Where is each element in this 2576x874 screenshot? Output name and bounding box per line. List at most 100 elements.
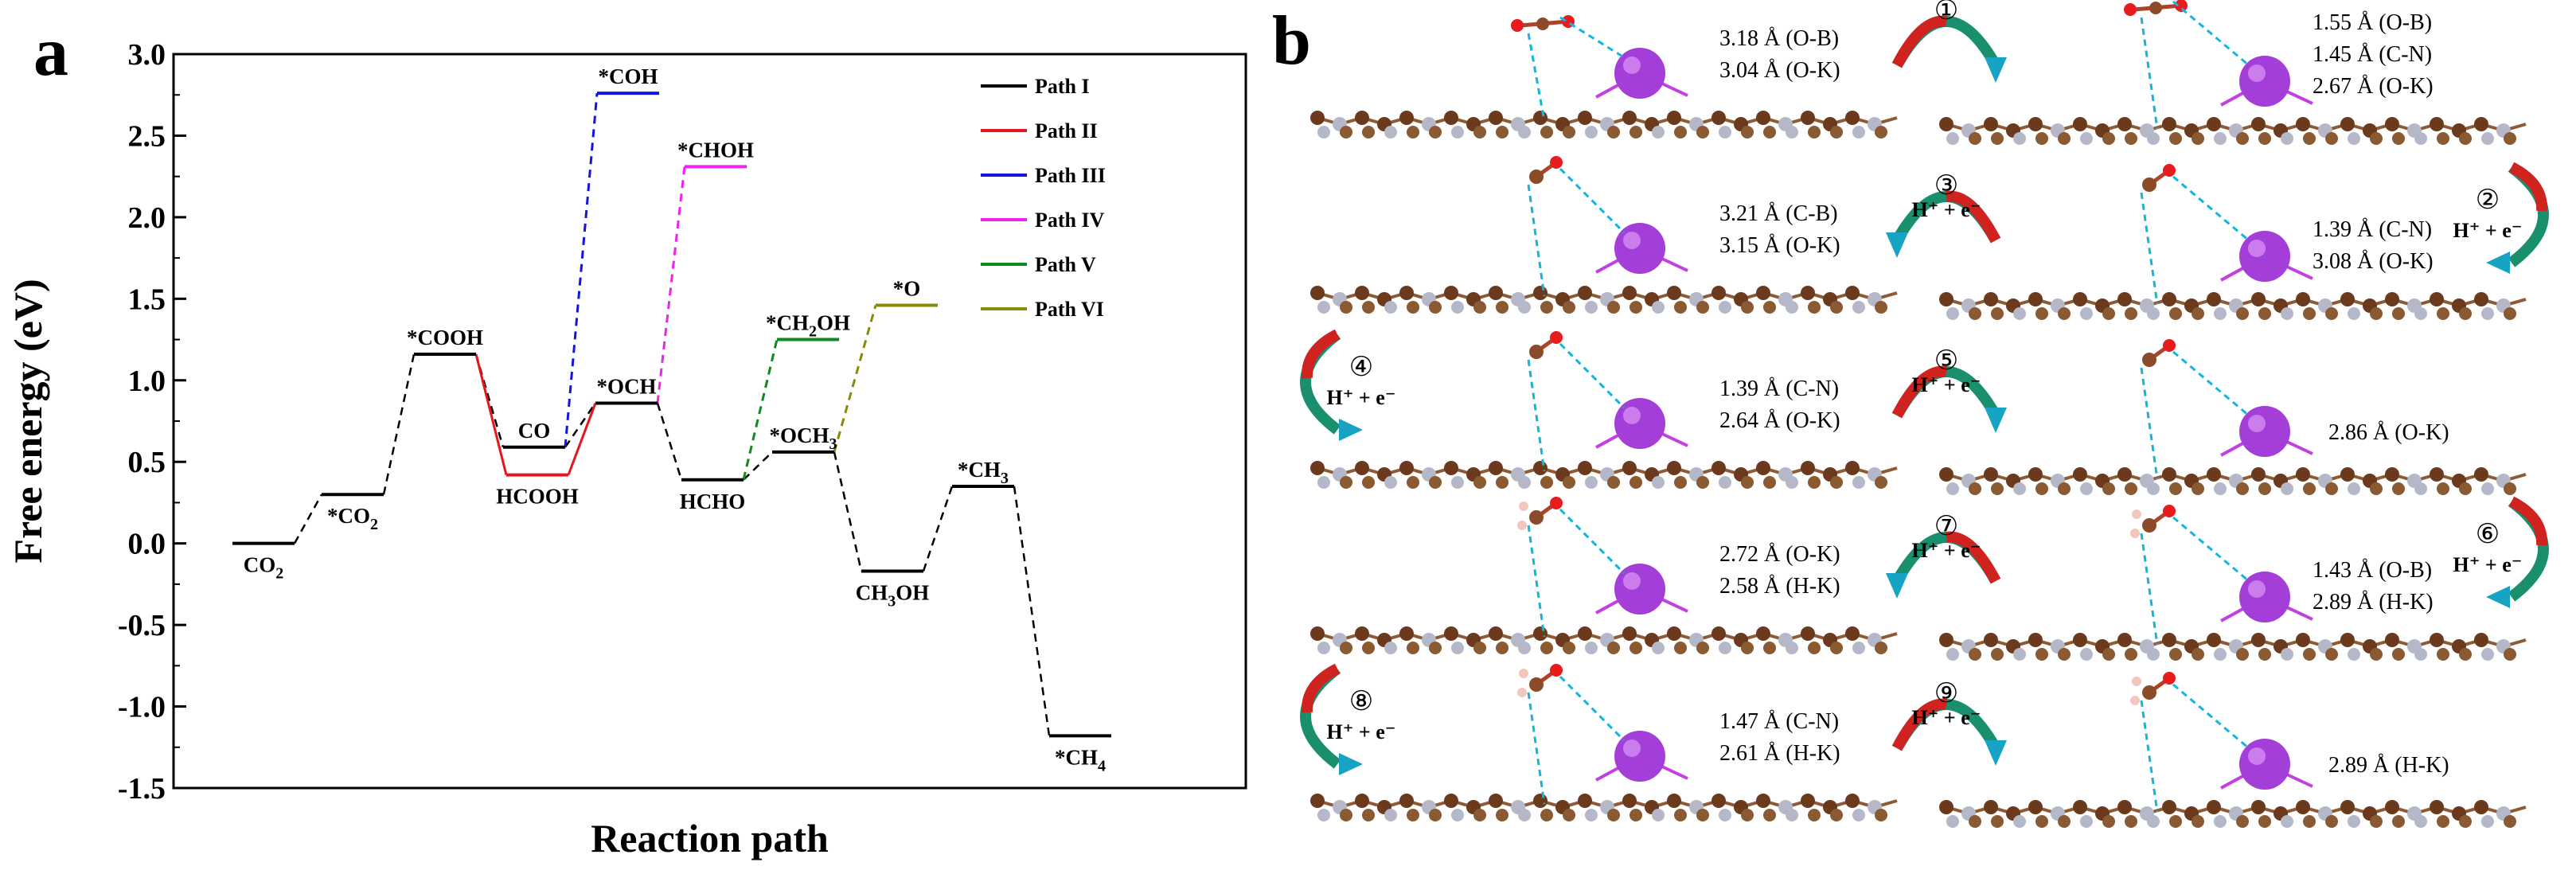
atom: [1830, 476, 1843, 489]
atom: [1496, 301, 1509, 314]
atom: [2147, 648, 2160, 661]
adsorbate: [1527, 331, 1626, 472]
atom: [2370, 815, 2383, 828]
interaction-line: [1527, 359, 1546, 472]
hydrogen-atom: [2130, 529, 2140, 538]
interaction-line: [2140, 17, 2159, 130]
state-label: *CH3: [958, 458, 1009, 487]
panel-a-label: a: [33, 14, 68, 91]
atom: [2102, 307, 2115, 320]
distance-label: 1.39 Å (C-N): [1719, 377, 1839, 401]
atom: [2481, 307, 2494, 320]
x-axis-title: Reaction path: [591, 816, 829, 860]
atom: [1984, 117, 1998, 131]
atom: [1875, 126, 1887, 139]
atom: [1763, 126, 1776, 139]
transition-arrow: [1301, 329, 1341, 379]
atom: [1355, 626, 1369, 641]
atom: [1444, 111, 1458, 125]
hydrogen-atom: [1517, 688, 1527, 697]
atom: [1696, 126, 1709, 139]
state-label: *O: [893, 277, 921, 301]
atom: [1607, 126, 1620, 139]
y-tick-label: 0.5: [128, 446, 166, 479]
catalyst-sheet: [1939, 117, 2527, 145]
atom: [1533, 626, 1548, 641]
state-label: *CH4: [1055, 745, 1106, 775]
oxygen-atom: [1511, 19, 1524, 32]
atom: [2385, 633, 2399, 647]
atom: [1451, 301, 1464, 314]
atom: [2207, 292, 2221, 306]
atom: [1317, 301, 1330, 314]
y-tick-label: 0.0: [128, 528, 166, 561]
atom: [1585, 809, 1598, 821]
result-distance-label: 2.67 Å (O-K): [2313, 74, 2434, 99]
atom: [2325, 648, 2338, 661]
atom: [1845, 626, 1860, 641]
atom: [2474, 292, 2488, 306]
atom: [2474, 117, 2488, 131]
atom: [2035, 815, 2048, 828]
step-proton-electron: H⁺ + e⁻: [1911, 539, 1981, 562]
atom: [1622, 794, 1637, 808]
atom: [1667, 286, 1681, 300]
atom: [2028, 467, 2043, 482]
branch-connector: [742, 339, 779, 481]
atom: [1473, 809, 1486, 821]
atom: [1756, 111, 1770, 125]
result-distance-label: 1.43 Å (O-B): [2313, 558, 2432, 583]
atom: [1578, 626, 1592, 641]
atom: [1652, 476, 1665, 489]
atom: [2459, 307, 2472, 320]
atom: [2296, 633, 2310, 647]
atom: [1607, 809, 1620, 821]
state-label: *CH2OH: [766, 311, 850, 341]
atom: [1852, 642, 1865, 654]
atom: [1496, 476, 1509, 489]
atom: [2258, 648, 2271, 661]
arrow-head: [2486, 586, 2510, 608]
atom: [1518, 476, 1531, 489]
atom: [1991, 307, 2004, 320]
step-number: ⑥: [2476, 520, 2500, 549]
atom: [1429, 126, 1442, 139]
adsorbate: [2130, 672, 2250, 813]
atom: [1310, 286, 1325, 300]
catalyst-sheet: [1310, 626, 1898, 654]
atom: [2058, 307, 2071, 320]
atom: [1763, 476, 1776, 489]
atom: [1518, 126, 1531, 139]
transition-arrow: [2508, 496, 2548, 546]
atom: [1852, 809, 1865, 821]
atom: [2117, 633, 2132, 647]
legend-entry: Path III: [1035, 164, 1106, 187]
atom: [2162, 800, 2176, 814]
atom: [1622, 626, 1637, 641]
step-number: ④: [1349, 353, 1373, 382]
step-arrow: [1945, 531, 2001, 584]
potassium-highlight: [1623, 572, 1641, 590]
atom: [1444, 626, 1458, 641]
atom: [1362, 809, 1375, 821]
branch-connector: [567, 402, 597, 476]
atom: [2340, 292, 2355, 306]
step-number: ⑦: [1934, 512, 1958, 541]
distance-label: 2.58 Å (H-K): [1719, 574, 1840, 599]
atom: [1667, 461, 1681, 475]
atom: [1875, 809, 1887, 821]
atom: [2258, 815, 2271, 828]
step-proton-electron: H⁺ + e⁻: [1326, 386, 1395, 409]
atom: [2392, 132, 2405, 145]
atom: [1830, 126, 1843, 139]
atom: [1622, 461, 1637, 475]
atom: [2414, 132, 2427, 145]
atom: [1711, 626, 1726, 641]
atom: [1756, 794, 1770, 808]
atom: [1585, 476, 1598, 489]
atom: [2325, 815, 2338, 828]
atom: [1852, 301, 1865, 314]
atom: [1946, 482, 1959, 495]
atom: [2035, 307, 2048, 320]
interaction-line: [1527, 692, 1546, 805]
